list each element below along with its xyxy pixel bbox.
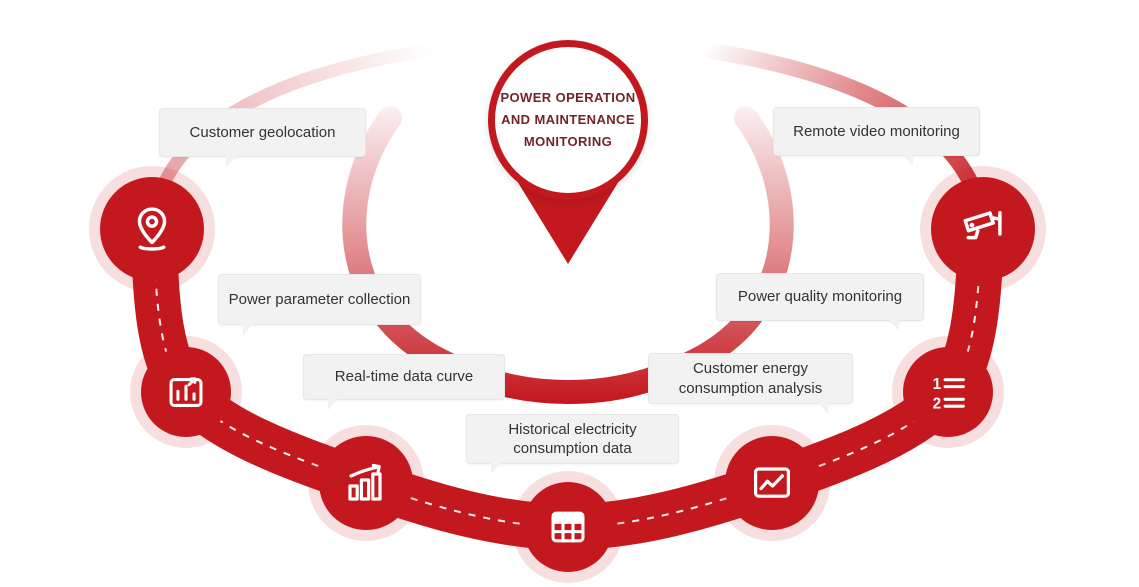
label-historical-electricity-consumption-data: Historical electricity consumption data <box>466 414 679 474</box>
label-text: Customer energy consumption analysis <box>678 360 823 397</box>
bar-chart-trend-icon <box>348 463 382 501</box>
label-pointer <box>818 403 828 414</box>
node-remote-video-monitoring <box>931 177 1035 281</box>
label-customer-geolocation: Customer geolocation <box>159 108 366 167</box>
label-text: Customer geolocation <box>189 123 336 141</box>
location-pin-icon <box>137 207 167 251</box>
node-power-parameter-collection <box>141 347 231 437</box>
label-pointer <box>903 155 913 166</box>
label-pointer <box>328 399 338 410</box>
label-remote-video-monitoring: Remote video monitoring <box>773 107 980 166</box>
label-text: Power quality monitoring <box>737 288 903 306</box>
label-real-time-data-curve: Real-time data curve <box>303 354 505 410</box>
hub-title-line2: AND MAINTENANCE <box>501 111 635 127</box>
numbered-list-icon: 1 2 <box>933 376 965 412</box>
label-pointer <box>226 156 236 167</box>
label-text: Real-time data curve <box>334 368 474 386</box>
cctv-camera-icon <box>963 211 1002 240</box>
node-customer-energy-consumption-analysis <box>725 436 819 530</box>
node-real-time-data-curve <box>319 436 413 530</box>
label-pointer <box>491 463 501 474</box>
inner-arc <box>342 106 794 405</box>
data-table-icon <box>551 511 585 543</box>
label-customer-energy-consumption-analysis: Customer energy consumption analysis <box>648 353 853 414</box>
hub-title-line3: MONITORING <box>523 134 613 150</box>
hub-title-circle: POWER OPERATION AND MAINTENANCE MONITORI… <box>488 40 648 200</box>
list-digit-1: 1 <box>933 376 942 393</box>
analysis-chart-icon <box>753 467 790 498</box>
label-text: Remote video monitoring <box>793 122 960 140</box>
parameter-collection-icon <box>169 377 203 407</box>
label-pointer <box>889 320 899 331</box>
node-historical-electricity-consumption-data <box>523 482 613 572</box>
hub-title-line1: POWER OPERATION <box>500 89 636 105</box>
label-pointer <box>243 324 253 335</box>
node-power-quality-monitoring: 1 2 <box>903 347 993 437</box>
label-text: Power parameter collection <box>228 290 411 308</box>
label-power-parameter-collection: Power parameter collection <box>218 274 421 335</box>
label-power-quality-monitoring: Power quality monitoring <box>716 273 924 331</box>
label-text: Historical electricity consumption data <box>508 420 637 458</box>
list-digit-2: 2 <box>933 395 942 412</box>
node-customer-geolocation <box>100 177 204 281</box>
hub-pin-tail <box>514 176 622 264</box>
